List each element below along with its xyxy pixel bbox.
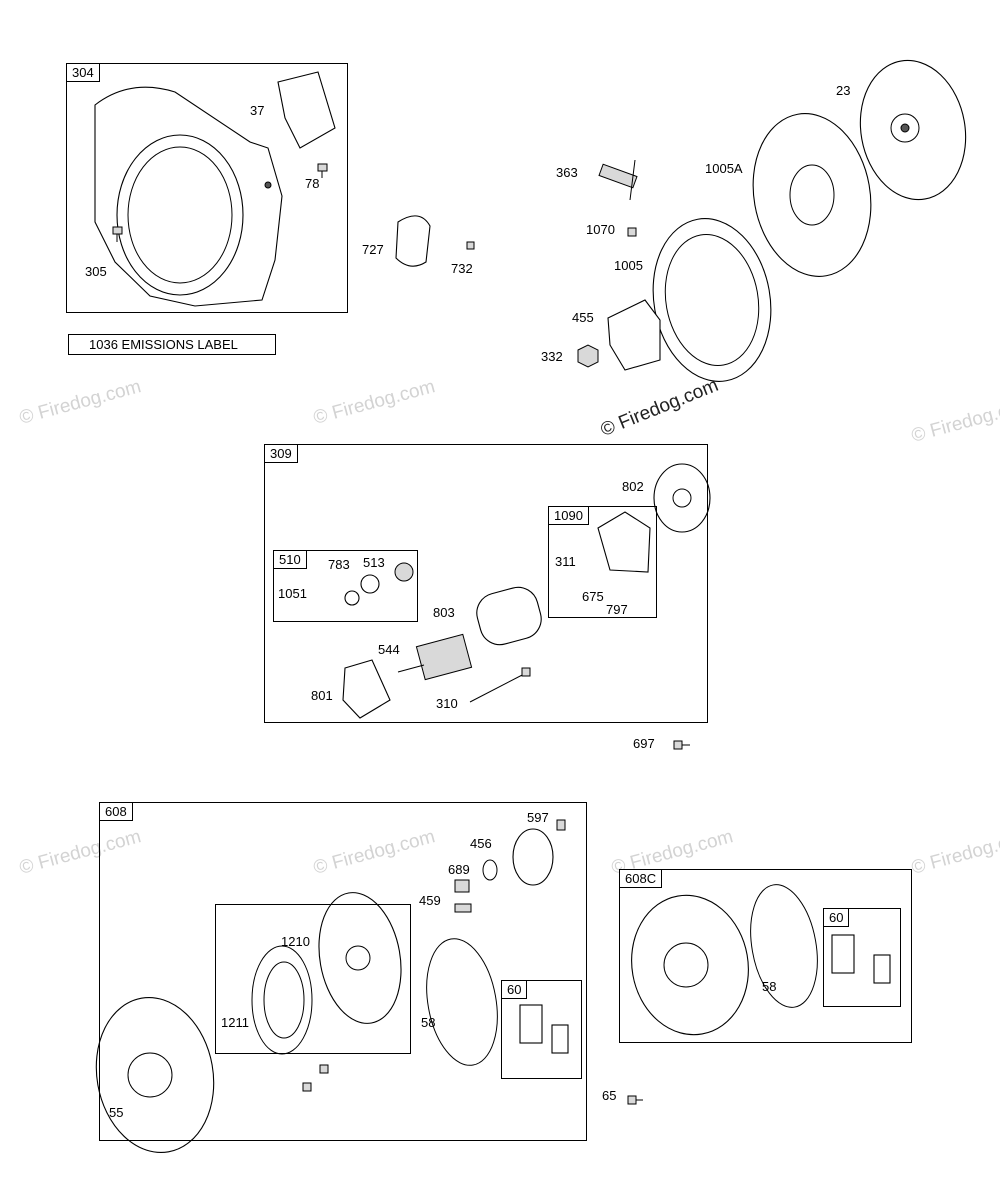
end-cap-801 [342, 659, 391, 719]
part-label-797: 797 [606, 602, 628, 617]
group-box-309: 309 [264, 444, 708, 723]
screws-608 [302, 1064, 329, 1092]
part-label-310: 310 [436, 696, 458, 711]
housing-803 [476, 586, 542, 646]
box-tag: 608 [100, 803, 133, 821]
ring-689 [482, 859, 498, 881]
group-box-60-b: 60 [823, 908, 901, 1007]
part-label-311: 311 [555, 554, 576, 569]
part-label-802: 802 [622, 479, 644, 494]
group-box-304: 304 [66, 63, 348, 313]
box-tag: 608C [620, 870, 663, 888]
cup-456 [512, 828, 554, 886]
group-box-1090: 1090 [548, 506, 657, 618]
part-label-37: 37 [250, 103, 265, 118]
screw-732 [466, 241, 475, 250]
part-label-58: 58 [421, 1015, 436, 1030]
part-label-1210: 1210 [281, 934, 310, 949]
handle-60b [831, 934, 891, 984]
screw-78 [317, 163, 328, 178]
pulley-1210 [318, 892, 402, 1024]
housing-55 [95, 996, 215, 1154]
guard-727 [395, 215, 431, 267]
group-box-608c: 608C [619, 869, 912, 1043]
bracket-363 [598, 159, 638, 201]
emissions-label: 1036 EMISSIONS LABEL [68, 334, 276, 355]
part-label-1211: 1211 [221, 1015, 249, 1030]
baffle-37 [277, 71, 336, 149]
part-label-513: 513 [363, 555, 385, 570]
housing-608c [631, 894, 749, 1036]
screw-65 [627, 1095, 643, 1105]
part-label-455: 455 [572, 310, 594, 325]
cup-455 [607, 299, 661, 371]
part-label-689: 689 [448, 862, 470, 877]
blower-housing [94, 86, 283, 307]
plate-23 [859, 59, 967, 201]
part-label-803: 803 [433, 605, 455, 620]
part-label-23: 23 [836, 83, 851, 98]
drive-510 [344, 562, 414, 606]
box-tag: 309 [265, 445, 298, 463]
rope-58b [750, 884, 818, 1008]
part-label-65: 65 [602, 1088, 617, 1103]
group-box-510: 510 [273, 550, 418, 622]
bolt-310 [469, 667, 531, 703]
part-label-456: 456 [470, 836, 492, 851]
spring-1211 [251, 945, 313, 1055]
screw-597 [556, 819, 566, 831]
part-label-78: 78 [305, 176, 320, 191]
part-label-727: 727 [362, 242, 384, 257]
inner-box-pulley-spring [215, 904, 411, 1054]
pawl-459 [454, 879, 472, 913]
part-label-1070: 1070 [586, 222, 615, 237]
box-tag: 1090 [549, 507, 589, 525]
part-label-783: 783 [328, 557, 350, 572]
screw-697 [673, 740, 690, 750]
part-label-459: 459 [419, 893, 441, 908]
box-tag: 304 [67, 64, 100, 82]
part-label-544: 544 [378, 642, 400, 657]
nut-332 [577, 344, 599, 368]
handle-60a [519, 1004, 569, 1054]
rope-58a [426, 938, 498, 1066]
box-tag: 60 [824, 909, 850, 927]
part-label-597: 597 [527, 810, 549, 825]
armature-544 [397, 633, 473, 681]
part-label-1005a: 1005A [705, 161, 743, 176]
part-label-1005: 1005 [614, 258, 643, 273]
part-label-332: 332 [541, 349, 563, 364]
brush-holder-1090 [597, 511, 651, 573]
part-label-58: 58 [762, 979, 777, 994]
fan-1005a [752, 113, 872, 277]
part-label-732: 732 [451, 261, 473, 276]
group-box-608: 608 [99, 802, 587, 1141]
screw-1070 [627, 227, 637, 237]
flywheel-1005 [652, 218, 772, 382]
part-label-55: 55 [109, 1105, 124, 1120]
part-label-675: 675 [582, 589, 604, 604]
part-label-697: 697 [633, 736, 655, 751]
part-label-1051: 1051 [278, 586, 307, 601]
box-tag: 510 [274, 551, 307, 569]
group-box-60-a: 60 [501, 980, 582, 1079]
part-label-801: 801 [311, 688, 333, 703]
part-label-305: 305 [85, 264, 107, 279]
brush-plate-802 [653, 463, 711, 533]
box-tag: 60 [502, 981, 528, 999]
part-label-363: 363 [556, 165, 578, 180]
screw-305 [112, 226, 123, 242]
